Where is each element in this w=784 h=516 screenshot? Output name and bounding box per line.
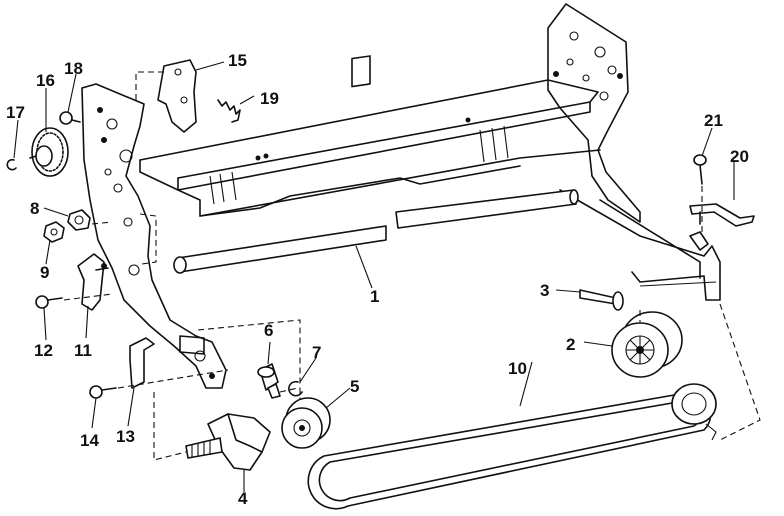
- callout-15: 15: [228, 51, 247, 70]
- part-13-bracket: [129, 337, 155, 389]
- part-11-bracket: [77, 253, 109, 311]
- callout-16: 16: [36, 71, 55, 90]
- callout-21: 21: [704, 111, 723, 130]
- part-15-plate: [157, 59, 197, 133]
- part-9-nut: [43, 221, 65, 243]
- callout-5: 5: [350, 377, 359, 396]
- part-6-stud: [257, 363, 281, 399]
- callout-7: 7: [312, 343, 321, 362]
- part-14-screw: [89, 385, 117, 399]
- callout-6: 6: [264, 321, 273, 340]
- main-frame: [81, 3, 721, 389]
- callout-18: 18: [64, 59, 83, 78]
- callout-8: 8: [30, 199, 39, 218]
- callout-12: 12: [34, 341, 53, 360]
- callout-14: 14: [80, 431, 99, 450]
- part-16-gear: [29, 127, 69, 177]
- part-8-nut: [67, 209, 91, 231]
- callout-numbers: 1 2 3 4 5 6 7 8 9 10 11 12 13 14 15 16 1…: [6, 51, 749, 508]
- callout-2: 2: [566, 335, 575, 354]
- callout-13: 13: [116, 427, 135, 446]
- part-1-shaft: [173, 189, 579, 274]
- part-3-screw: [579, 289, 624, 311]
- part-17-clip: [6, 158, 17, 171]
- part-4-bracket: [185, 413, 271, 471]
- callout-3: 3: [540, 281, 549, 300]
- part-7-e-ring: [288, 380, 303, 397]
- callout-9: 9: [40, 263, 49, 282]
- part-20-lever: [689, 203, 755, 227]
- callout-10: 10: [508, 359, 527, 378]
- part-12-screw: [35, 295, 63, 309]
- part-10-belt: [307, 383, 717, 510]
- callout-11: 11: [74, 341, 92, 360]
- part-21-screw: [693, 154, 707, 185]
- callout-19: 19: [260, 89, 279, 108]
- callout-20: 20: [730, 147, 749, 166]
- leader-lines: [13, 61, 735, 492]
- part-5-idler-pulley: [281, 397, 331, 449]
- callout-4: 4: [238, 489, 248, 508]
- callout-17: 17: [6, 103, 25, 122]
- part-2-pulley: [611, 311, 683, 378]
- part-19-spring: [217, 99, 241, 123]
- part-18-screw: [59, 111, 81, 125]
- assembly-lines: [63, 71, 761, 461]
- callout-1: 1: [370, 287, 379, 306]
